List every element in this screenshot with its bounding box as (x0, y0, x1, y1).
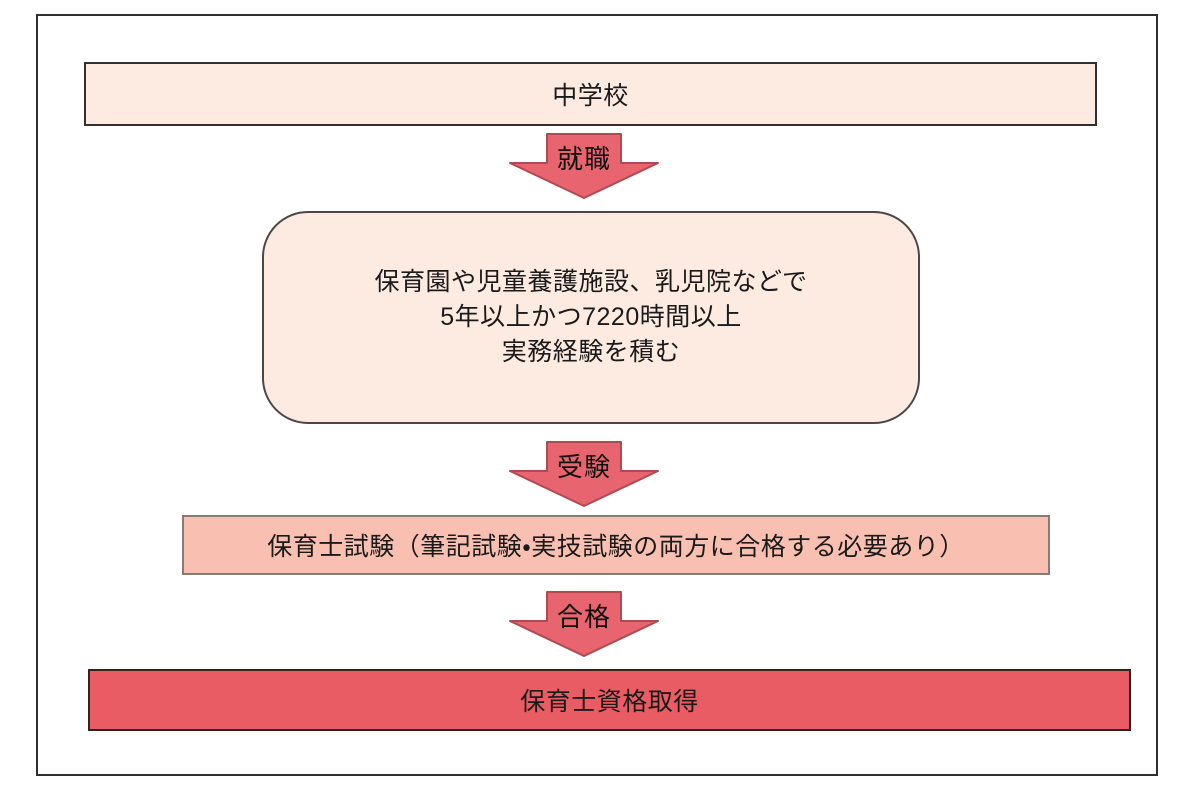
down-arrow-icon (509, 591, 659, 657)
node-exam: 保育士試験（筆記試験・実技試験の両方に合格する必要あり） (182, 515, 1050, 575)
arrow-employment-label: 就職 (556, 144, 611, 174)
node-exam-label: 保育士試験（筆記試験・実技試験の両方に合格する必要あり） (267, 533, 965, 561)
arrow-take-exam-label: 受験 (556, 452, 611, 482)
experience-line-2: 5年以上かつ7220時間以上 (440, 303, 742, 331)
node-middle-school-label: 中学校 (552, 82, 629, 110)
experience-line-3: 実務経験を積む (501, 338, 681, 366)
node-practical-experience-text: 保育園や児童養護施設、乳児院などで 5年以上かつ7220時間以上 実務経験を積む (374, 265, 807, 370)
node-middle-school: 中学校 (84, 62, 1097, 126)
node-license-obtained-label: 保育士資格取得 (520, 688, 699, 716)
arrow-pass: 合格 (508, 591, 660, 657)
arrow-employment: 就職 (508, 133, 660, 199)
arrow-pass-label: 合格 (556, 602, 611, 632)
down-arrow-icon (509, 133, 659, 199)
down-arrow-icon (509, 441, 659, 507)
arrow-take-exam: 受験 (508, 441, 660, 507)
node-practical-experience: 保育園や児童養護施設、乳児院などで 5年以上かつ7220時間以上 実務経験を積む (262, 211, 920, 424)
node-license-obtained: 保育士資格取得 (88, 669, 1131, 731)
experience-line-1: 保育園や児童養護施設、乳児院などで (374, 268, 808, 296)
